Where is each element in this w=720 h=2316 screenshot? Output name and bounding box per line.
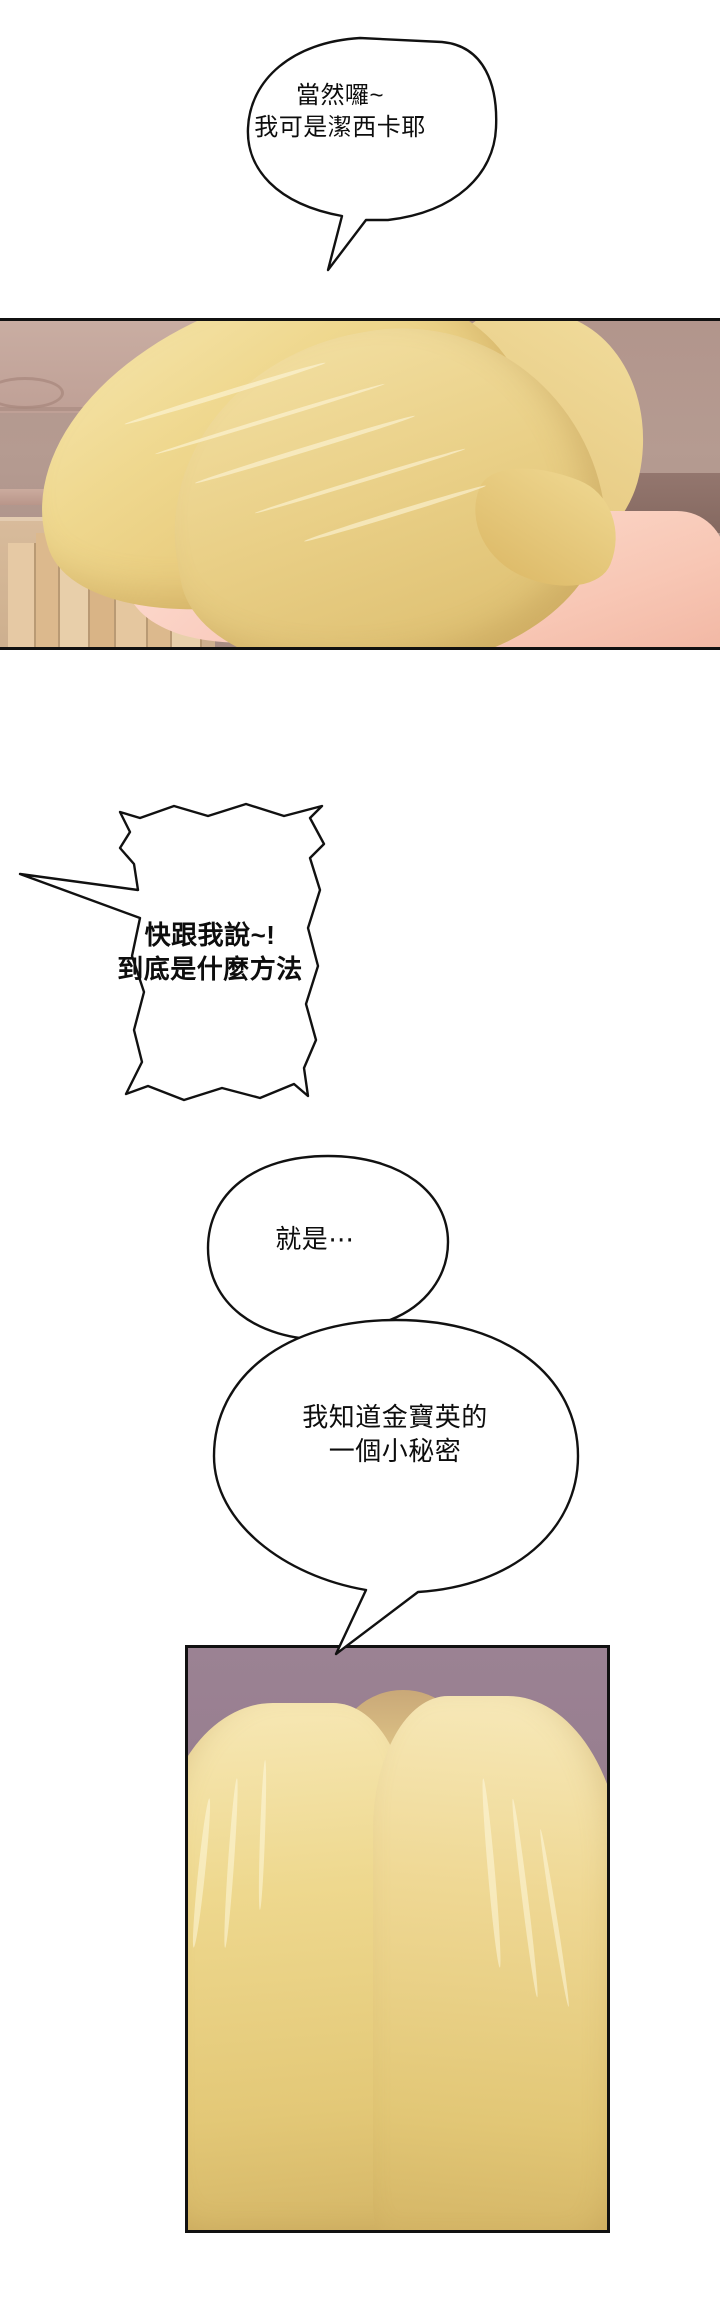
comic-panel-3 [185, 1645, 610, 2233]
panel3-hair-left [188, 1703, 408, 2230]
speech-bubble-4 [212, 1318, 580, 1656]
shout-bubble-2-text: 快跟我說~! 到底是什麼方法 [117, 920, 303, 985]
panel1-book [8, 543, 36, 647]
speech-bubble-1 [246, 36, 498, 272]
speech-bubble-1-text: 當然囉~ 我可是潔西卡耶 [254, 82, 426, 141]
panel1-ceiling-ring [0, 377, 64, 409]
comic-panel-1 [0, 318, 720, 650]
speech-bubble-3-text: 就是⋯ [275, 1224, 355, 1254]
panel3-hair-right [373, 1696, 607, 2230]
speech-bubble-4-text: 我知道金寶英的 一個小秘密 [302, 1402, 488, 1467]
shout-bubble-2 [18, 802, 326, 1102]
